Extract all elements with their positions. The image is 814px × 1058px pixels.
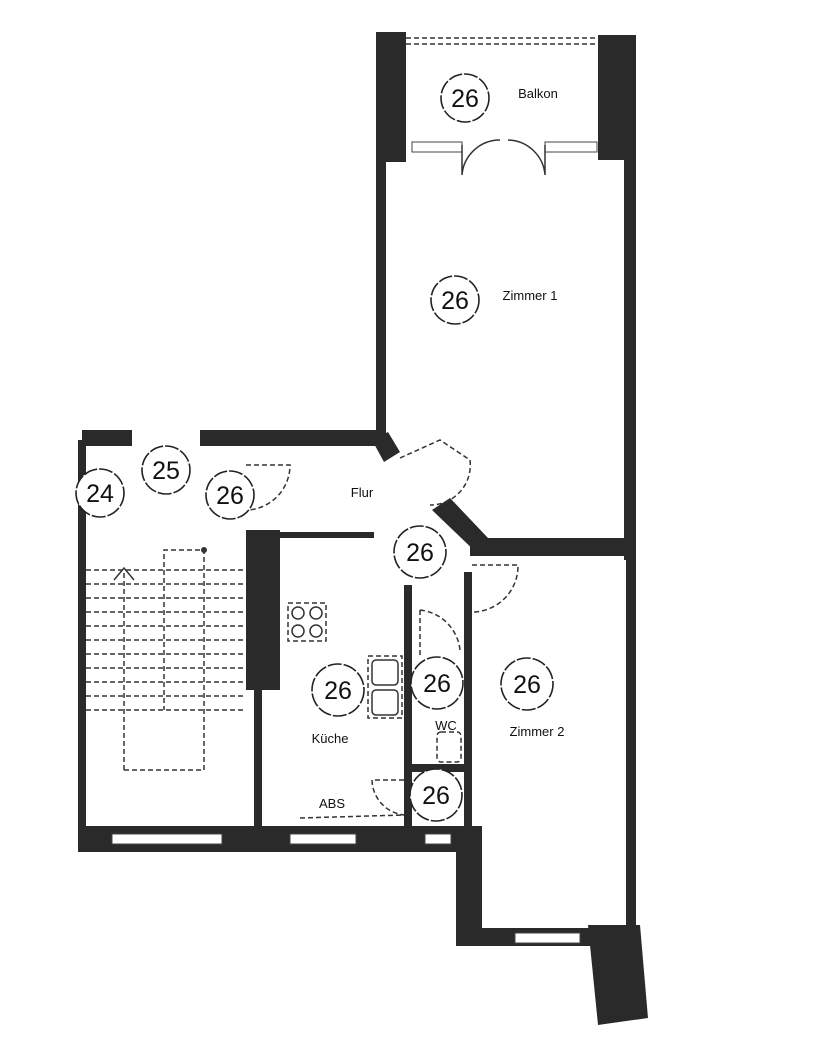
room-label-kueche: Küche <box>312 731 349 746</box>
room-number-treppe-b: 25 <box>141 445 191 495</box>
room-number-text: 26 <box>451 85 479 113</box>
walls <box>78 32 648 1025</box>
room-label-flur: Flur <box>351 485 374 500</box>
room-number-text: 24 <box>86 480 114 508</box>
room-number-zimmer1: 26 <box>430 275 480 325</box>
doors <box>246 139 546 819</box>
room-number-kueche: 26 <box>311 663 365 717</box>
room-label-zimmer1: Zimmer 1 <box>503 288 558 303</box>
fixtures <box>287 602 462 763</box>
room-number-text: 26 <box>513 671 541 699</box>
room-label-zimmer2: Zimmer 2 <box>510 724 565 739</box>
room-number-text: 25 <box>152 457 180 485</box>
staircase <box>86 547 244 771</box>
room-number-text: 26 <box>406 539 434 567</box>
room-number-text: 26 <box>423 670 451 698</box>
room-number-zimmer2: 26 <box>500 657 554 711</box>
room-number-text: 26 <box>216 482 244 510</box>
room-label-abstell: ABS <box>319 796 345 811</box>
room-number-eingang: 26 <box>205 470 255 520</box>
room-label-balkon: Balkon <box>518 86 558 101</box>
room-number-flur: 26 <box>393 525 447 579</box>
room-number-balkon: 26 <box>440 73 490 123</box>
room-number-text: 26 <box>441 287 469 315</box>
room-number-text: 26 <box>422 782 450 810</box>
room-number-wc: 26 <box>410 656 464 710</box>
room-number-text: 26 <box>324 677 352 705</box>
room-label-wc: WC <box>435 718 457 733</box>
room-number-abstell: 26 <box>409 768 463 822</box>
room-number-treppe-a: 24 <box>75 468 125 518</box>
